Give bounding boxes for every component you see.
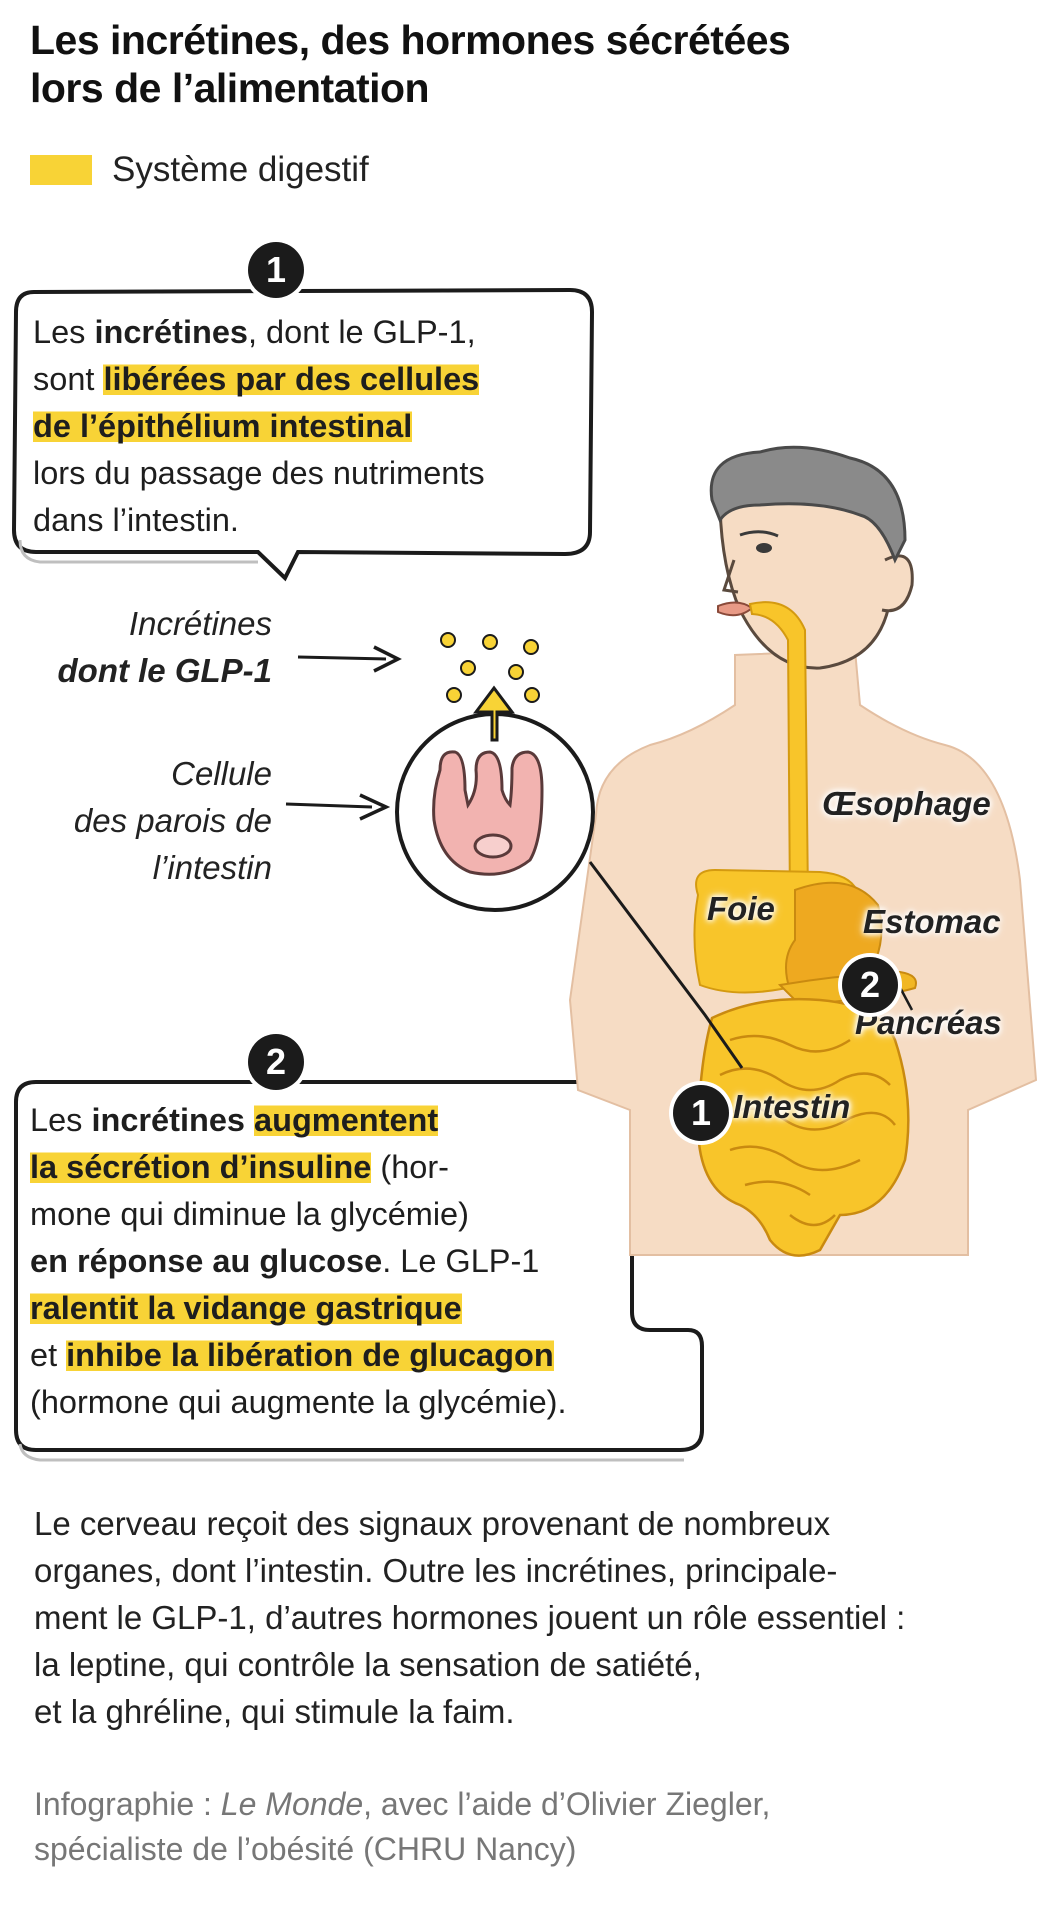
credit: Infographie : Le Monde, avec l’aide d’Ol… — [34, 1782, 1024, 1872]
hair — [709, 445, 907, 564]
step2-line-5: ralentit la vidange gastrique — [30, 1285, 690, 1332]
text-run: mone qui diminue la glycémie) — [30, 1196, 469, 1232]
text-run: Les — [33, 314, 95, 350]
label-estomac: Estomac — [863, 903, 1001, 940]
hormone-dots — [440, 632, 540, 703]
summary-line-5: et la ghréline, qui stimule la faim. — [34, 1693, 515, 1730]
summary-line-4: la leptine, qui contrôle la sensation de… — [34, 1646, 702, 1683]
step2-line-4: en réponse au glucose. Le GLP-1 — [30, 1238, 690, 1285]
highlighted-text: libérées par des cellules — [103, 361, 480, 397]
step2-line-1: Les incrétines augmentent — [30, 1097, 690, 1144]
label-cellule-line-1: Cellule — [171, 755, 272, 792]
title-line-2: lors de l’alimentation — [30, 65, 430, 111]
cell-nucleus — [473, 833, 513, 859]
release-arrow-icon — [473, 685, 515, 742]
intestinal-cell — [432, 750, 544, 876]
intestine-badge: 1 — [673, 1085, 729, 1141]
legend-label: Système digestif — [112, 150, 369, 189]
label-intestin: Intestin — [733, 1088, 851, 1125]
highlighted-text: de l’épithélium intestinal — [33, 408, 413, 444]
text-run: dans l’intestin. — [33, 502, 239, 538]
step-1-badge: 1 — [248, 242, 304, 298]
credit-line-1: Infographie : Le Monde, avec l’aide d’Ol… — [34, 1782, 1024, 1827]
label-incretines: Incrétines dont le GLP-1 — [20, 600, 273, 694]
summary-line-2: organes, dont l’intestin. Outre les incr… — [34, 1552, 838, 1589]
step2-line-3: mone qui diminue la glycémie) — [30, 1191, 690, 1238]
label-cellule-line-3: l’intestin — [152, 849, 272, 886]
text-run: (hor- — [371, 1149, 450, 1185]
legend: Système digestif — [30, 150, 369, 190]
label-cellule-line-2: des parois de — [73, 802, 272, 839]
highlighted-text: ralentit la vidange gastrique — [30, 1290, 462, 1326]
text-run: sont — [33, 361, 104, 397]
summary-line-3: ment le GLP-1, d’autres hormones jouent … — [34, 1599, 906, 1636]
step1-line-4: lors du passage des nutriments — [33, 450, 578, 497]
step1-line-5: dans l’intestin. — [33, 497, 578, 544]
summary-paragraph: Le cerveau reçoit des signaux provenant … — [34, 1500, 1024, 1735]
highlighted-text: la sécrétion d’insuline — [30, 1149, 372, 1185]
title-line-1: Les incrétines, des hormones sécrétées — [30, 17, 791, 63]
summary-line-1: Le cerveau reçoit des signaux provenant … — [34, 1505, 831, 1542]
pancreas-badge: 2 — [842, 957, 898, 1013]
credit-source: Le Monde — [220, 1786, 364, 1822]
text-run: (hormone qui augmente la glycémie). — [30, 1384, 567, 1420]
legend-swatch-digestive — [30, 155, 92, 185]
credit-rest: , avec l’aide d’Olivier Ziegler, — [363, 1786, 771, 1822]
highlighted-text: augmentent — [254, 1102, 439, 1138]
text-run: Les — [30, 1102, 92, 1138]
step1-line-3: de l’épithélium intestinal — [33, 403, 578, 450]
text-run: , dont le GLP-1, — [247, 314, 476, 350]
label-cellule: Cellule des parois de l’intestin — [20, 750, 272, 891]
label-incretines-line-2: dont le GLP-1 — [57, 652, 273, 689]
infographic-title: Les incrétines, des hormones sécrétées l… — [30, 16, 990, 112]
step2-line-7: (hormone qui augmente la glycémie). — [30, 1379, 690, 1426]
text-run: lors du passage des nutriments — [33, 455, 485, 491]
text-run: et — [30, 1337, 67, 1373]
step1-line-2: sont libérées par des cellules — [33, 356, 578, 403]
ear — [881, 554, 914, 613]
highlighted-text: inhibe la libération de glucagon — [66, 1337, 554, 1373]
bold-text: incrétines — [91, 1102, 245, 1138]
bold-text: incrétines — [94, 314, 248, 350]
step2-line-6: et inhibe la libération de glucagon — [30, 1332, 690, 1379]
credit-prefix: Infographie : — [34, 1786, 221, 1822]
step2-line-2: la sécrétion d’insuline (hor- — [30, 1144, 690, 1191]
text-run: . Le GLP-1 — [382, 1243, 540, 1279]
step-1-text: Les incrétines, dont le GLP-1,sont libér… — [33, 309, 578, 544]
bold-text: en réponse au glucose — [30, 1243, 383, 1279]
text-run — [245, 1102, 254, 1138]
label-foie: Foie — [707, 890, 775, 927]
credit-line-2: spécialiste de l’obésité (CHRU Nancy) — [34, 1831, 577, 1867]
step-2-badge: 2 — [248, 1034, 304, 1090]
label-incretines-line-1: Incrétines — [128, 605, 272, 642]
step1-line-1: Les incrétines, dont le GLP-1, — [33, 309, 578, 356]
label-oesophage: Œsophage — [822, 785, 991, 822]
